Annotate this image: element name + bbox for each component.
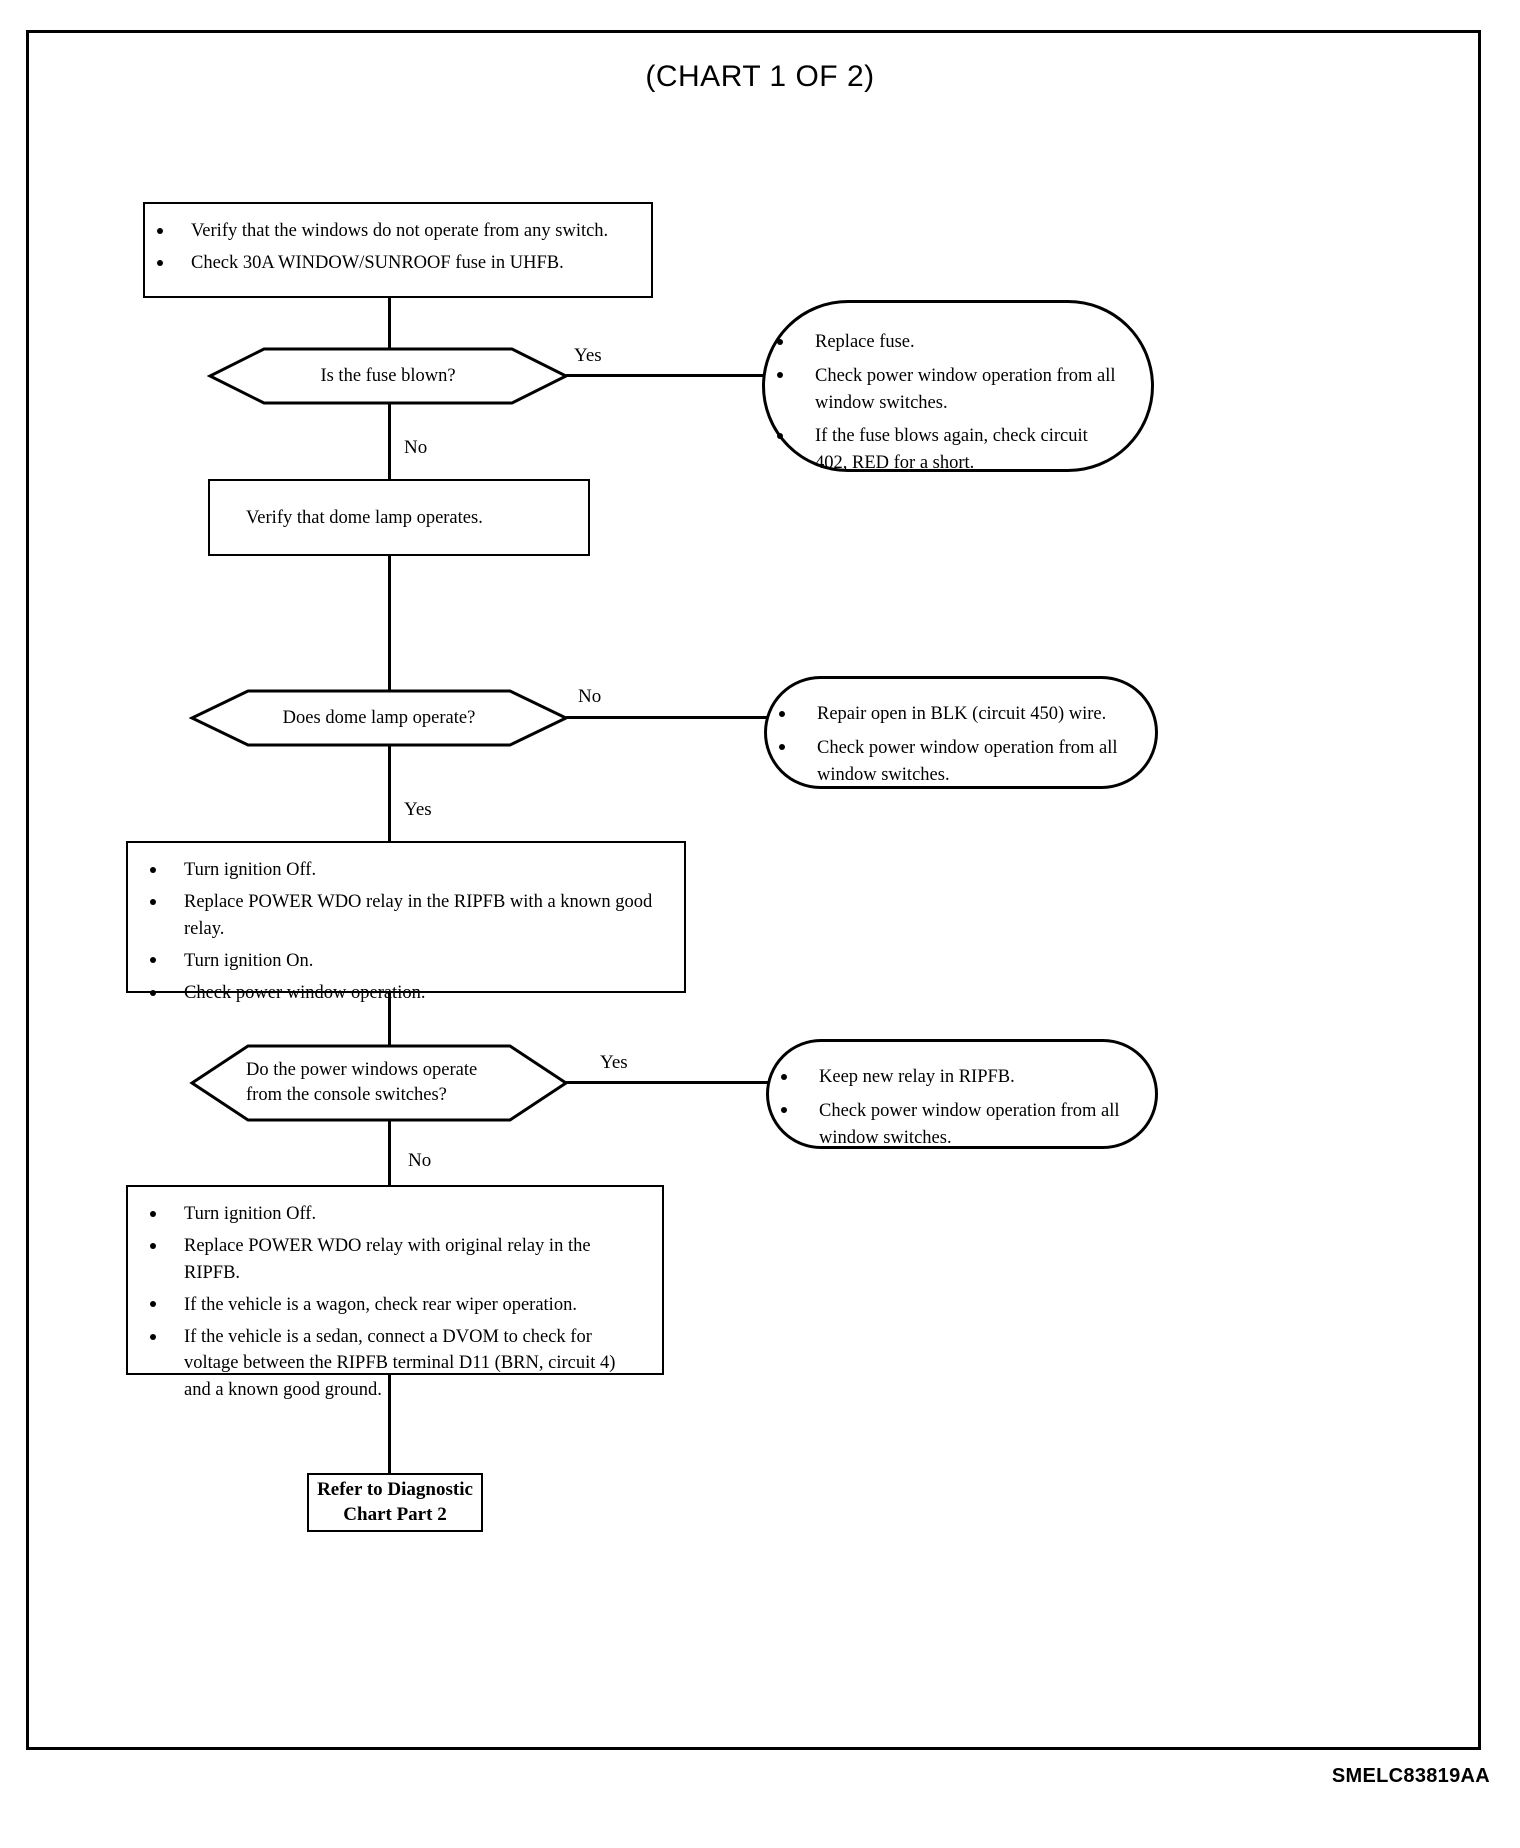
list-item-text: Replace fuse. [815,332,915,352]
decision-label: Is the fuse blown? [320,365,456,386]
hexagon-shape [189,1044,569,1122]
bullet-icon [150,989,156,996]
decision-windows-operate-console: Do the power windows operate from the co… [189,1044,569,1122]
list-item: Check 30A WINDOW/SUNROOF fuse in UHFB. [145,250,635,276]
callout-repair-open-blk: Repair open in BLK (circuit 450) wire. C… [764,676,1158,789]
bullet-icon [150,866,156,873]
document-code: SMELC83819AA [1331,1765,1490,1787]
branch-label-yes-2: Yes [404,799,432,820]
list-item: If the fuse blows again, check circuit 4… [765,423,1121,477]
page-border [26,30,1481,1750]
bullet-icon [157,227,163,234]
connector-decision1-no [388,404,391,479]
list-item-text: If the fuse blows again, check circuit 4… [815,426,1088,474]
list-item-text: Keep new relay in RIPFB. [819,1067,1015,1087]
process-box-replace-relay: Turn ignition Off. Replace POWER WDO rel… [126,841,686,1003]
list-item: Replace POWER WDO relay with original re… [138,1233,644,1286]
list-item-text: Turn ignition Off. [184,860,317,880]
list-item-text: Check power window operation from all wi… [815,365,1116,413]
decision-does-dome-lamp-operate: Does dome lamp operate? [188,689,570,747]
bullet-icon [781,1073,787,1080]
list-item-text: If the vehicle is a sedan, connect a DVO… [184,1327,616,1400]
list-item: Replace POWER WDO relay in the RIPFB wit… [138,889,662,942]
list-item: If the vehicle is a sedan, connect a DVO… [138,1324,644,1403]
list-item: Check power window operation from all wi… [765,363,1121,417]
connector-decision2-no [566,716,808,719]
bullet-icon [779,710,785,717]
connector-decision3-no [388,1121,391,1185]
bullet-icon [150,898,156,905]
process-box-verify-dome-lamp: Verify that dome lamp operates. [208,479,590,556]
process-text: Verify that dome lamp operates. [246,508,483,528]
list-item-text: Replace POWER WDO relay with original re… [184,1236,591,1283]
list-item-text: Check power window operation from all wi… [817,737,1118,785]
list-item-text: Check power window operation. [184,983,426,1004]
branch-label-yes-1: Yes [574,345,602,366]
connector-process3-to-decision3 [388,993,391,1045]
hexagon-shape [188,689,570,747]
bullet-icon [777,372,783,379]
hexagon-shape [206,347,570,405]
terminal-box-refer-to-chart-2: Refer to Diagnostic Chart Part 2 [307,1473,483,1532]
terminal-line-2: Chart Part 2 [343,1503,447,1525]
connector-process2-to-decision2 [388,556,391,690]
list-item-text: Turn ignition On. [184,950,314,971]
process-box-start: Verify that the windows do not operate f… [143,202,653,298]
decision-label: Do the power windows operate from the co… [246,1060,478,1105]
connector-process4-to-terminal [388,1375,391,1473]
bullet-icon [150,1333,156,1340]
bullet-icon [150,957,156,964]
connector-start-to-decision1 [388,298,391,348]
callout-replace-fuse: Replace fuse. Check power window operati… [762,300,1154,473]
list-item: Turn ignition Off. [138,1201,644,1227]
list-item-text: Check power window operation from all wi… [819,1100,1120,1148]
list-item: Check power window operation from all wi… [767,735,1127,789]
decision-is-fuse-blown: Is the fuse blown? [206,347,570,405]
connector-decision2-yes [388,746,391,841]
list-item-text: Repair open in BLK (circuit 450) wire. [817,704,1107,724]
branch-label-no-3: No [408,1150,432,1171]
list-item: Check power window operation. [138,980,662,1006]
list-item: Check power window operation from all wi… [769,1098,1127,1152]
list-item: Repair open in BLK (circuit 450) wire. [767,701,1127,728]
list-item: Keep new relay in RIPFB. [769,1064,1127,1091]
bullet-icon [777,338,783,345]
list-item-text: Turn ignition Off. [184,1204,317,1224]
list-item-text: Replace POWER WDO relay in the RIPFB wit… [184,892,653,939]
connector-decision1-yes [566,374,806,377]
list-item-text: If the vehicle is a wagon, check rear wi… [184,1294,577,1315]
list-item: Turn ignition On. [138,948,662,974]
bullet-icon [777,433,783,440]
bullet-icon [150,1210,156,1217]
bullet-icon [150,1242,156,1249]
list-item-text: Verify that the windows do not operate f… [191,221,609,241]
bullet-icon [157,259,163,266]
connector-decision3-yes [566,1081,809,1084]
list-item: Verify that the windows do not operate f… [145,218,635,244]
list-item-text: Check 30A WINDOW/SUNROOF fuse in UHFB. [191,253,564,274]
callout-keep-new-relay: Keep new relay in RIPFB. Check power win… [766,1039,1158,1149]
list-item: Turn ignition Off. [138,857,662,883]
branch-label-no-2: No [578,686,602,707]
bullet-icon [781,1107,787,1114]
list-item: Replace fuse. [765,329,1121,356]
terminal-line-1: Refer to Diagnostic [317,1479,473,1501]
page-title: (CHART 1 OF 2) [645,60,875,93]
branch-label-yes-3: Yes [600,1052,628,1073]
bullet-icon [150,1301,156,1308]
list-item: If the vehicle is a wagon, check rear wi… [138,1292,644,1318]
bullet-icon [779,744,785,751]
decision-label: Does dome lamp operate? [282,707,476,728]
process-box-final-checks: Turn ignition Off. Replace POWER WDO rel… [126,1185,664,1400]
branch-label-no-1: No [404,437,428,458]
